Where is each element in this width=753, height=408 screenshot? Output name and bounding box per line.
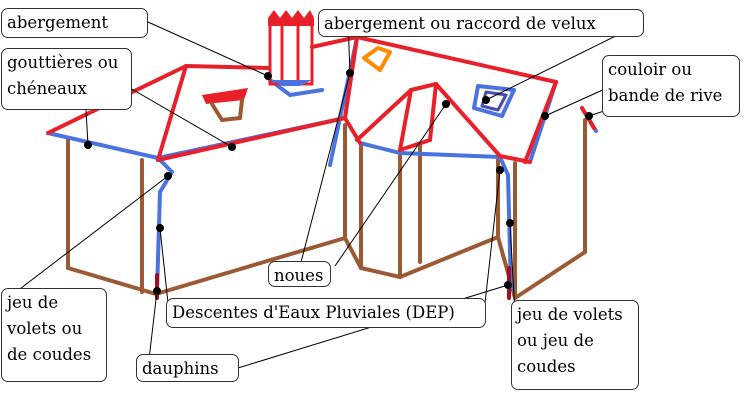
chimney <box>268 10 314 86</box>
dauphins-marks <box>155 266 511 300</box>
label-jeu-right: jeu de volets ou jeu de coudes <box>511 300 639 390</box>
pointer-dots <box>84 69 593 295</box>
velux-window-orange <box>362 46 392 72</box>
label-dep: Descentes d'Eaux Pluviales (DEP) <box>166 298 486 328</box>
label-abergement: abergement <box>1 8 148 38</box>
label-abergement-velux: abergement ou raccord de velux <box>318 9 644 37</box>
roof-edges <box>46 35 596 164</box>
label-couloir: couloir ou bande de rive <box>602 55 740 117</box>
label-noues: noues <box>268 261 331 287</box>
velux-window-blue <box>472 84 516 118</box>
label-gouttieres: gouttières ou chéneaux <box>1 48 132 110</box>
dormer-left <box>202 88 248 122</box>
label-dauphins: dauphins <box>136 354 239 382</box>
label-jeu-left: jeu de volets ou de coudes <box>1 288 107 382</box>
